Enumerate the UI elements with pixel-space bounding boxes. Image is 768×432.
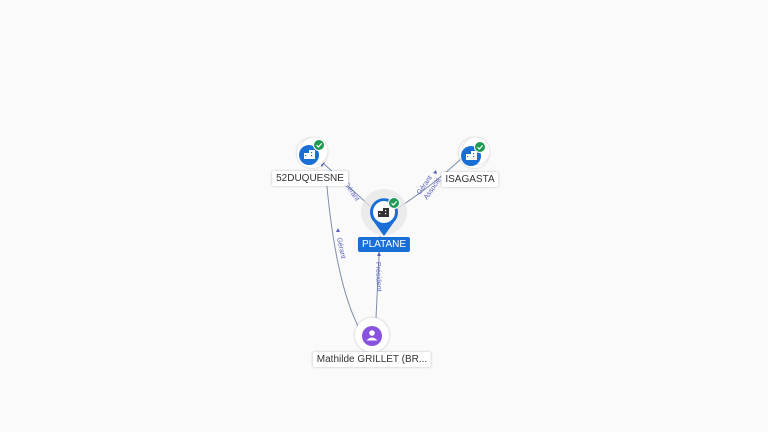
verified-check-icon (474, 141, 486, 153)
node-label-52duquesne[interactable]: 52DUQUESNE (272, 171, 348, 186)
verified-check-icon (388, 197, 400, 209)
node-platane[interactable] (361, 189, 407, 236)
arrow-left-center (320, 162, 325, 167)
edge-person-left[interactable] (325, 175, 359, 327)
edge-label-person-center: Président (374, 262, 382, 292)
edge-arrows (320, 162, 437, 256)
node-label-isagasta[interactable]: ISAGASTA (441, 172, 499, 187)
node-label-person[interactable]: Mathilde GRILLET (BR... (312, 352, 432, 367)
arrow-person-center (377, 252, 381, 256)
edge-label-person-left: Gérant (335, 237, 346, 259)
arrow-person-left (336, 228, 340, 232)
building-icon (378, 208, 389, 217)
node-isagasta[interactable] (459, 136, 491, 168)
node-label-platane[interactable]: PLATANE (357, 237, 411, 252)
person-icon (366, 330, 378, 341)
arrow-center-right (433, 170, 437, 174)
node-person[interactable] (355, 318, 389, 352)
node-52duquesne[interactable] (297, 136, 329, 168)
building-icon (304, 150, 315, 159)
building-icon (466, 151, 477, 160)
verified-check-icon (313, 139, 325, 151)
